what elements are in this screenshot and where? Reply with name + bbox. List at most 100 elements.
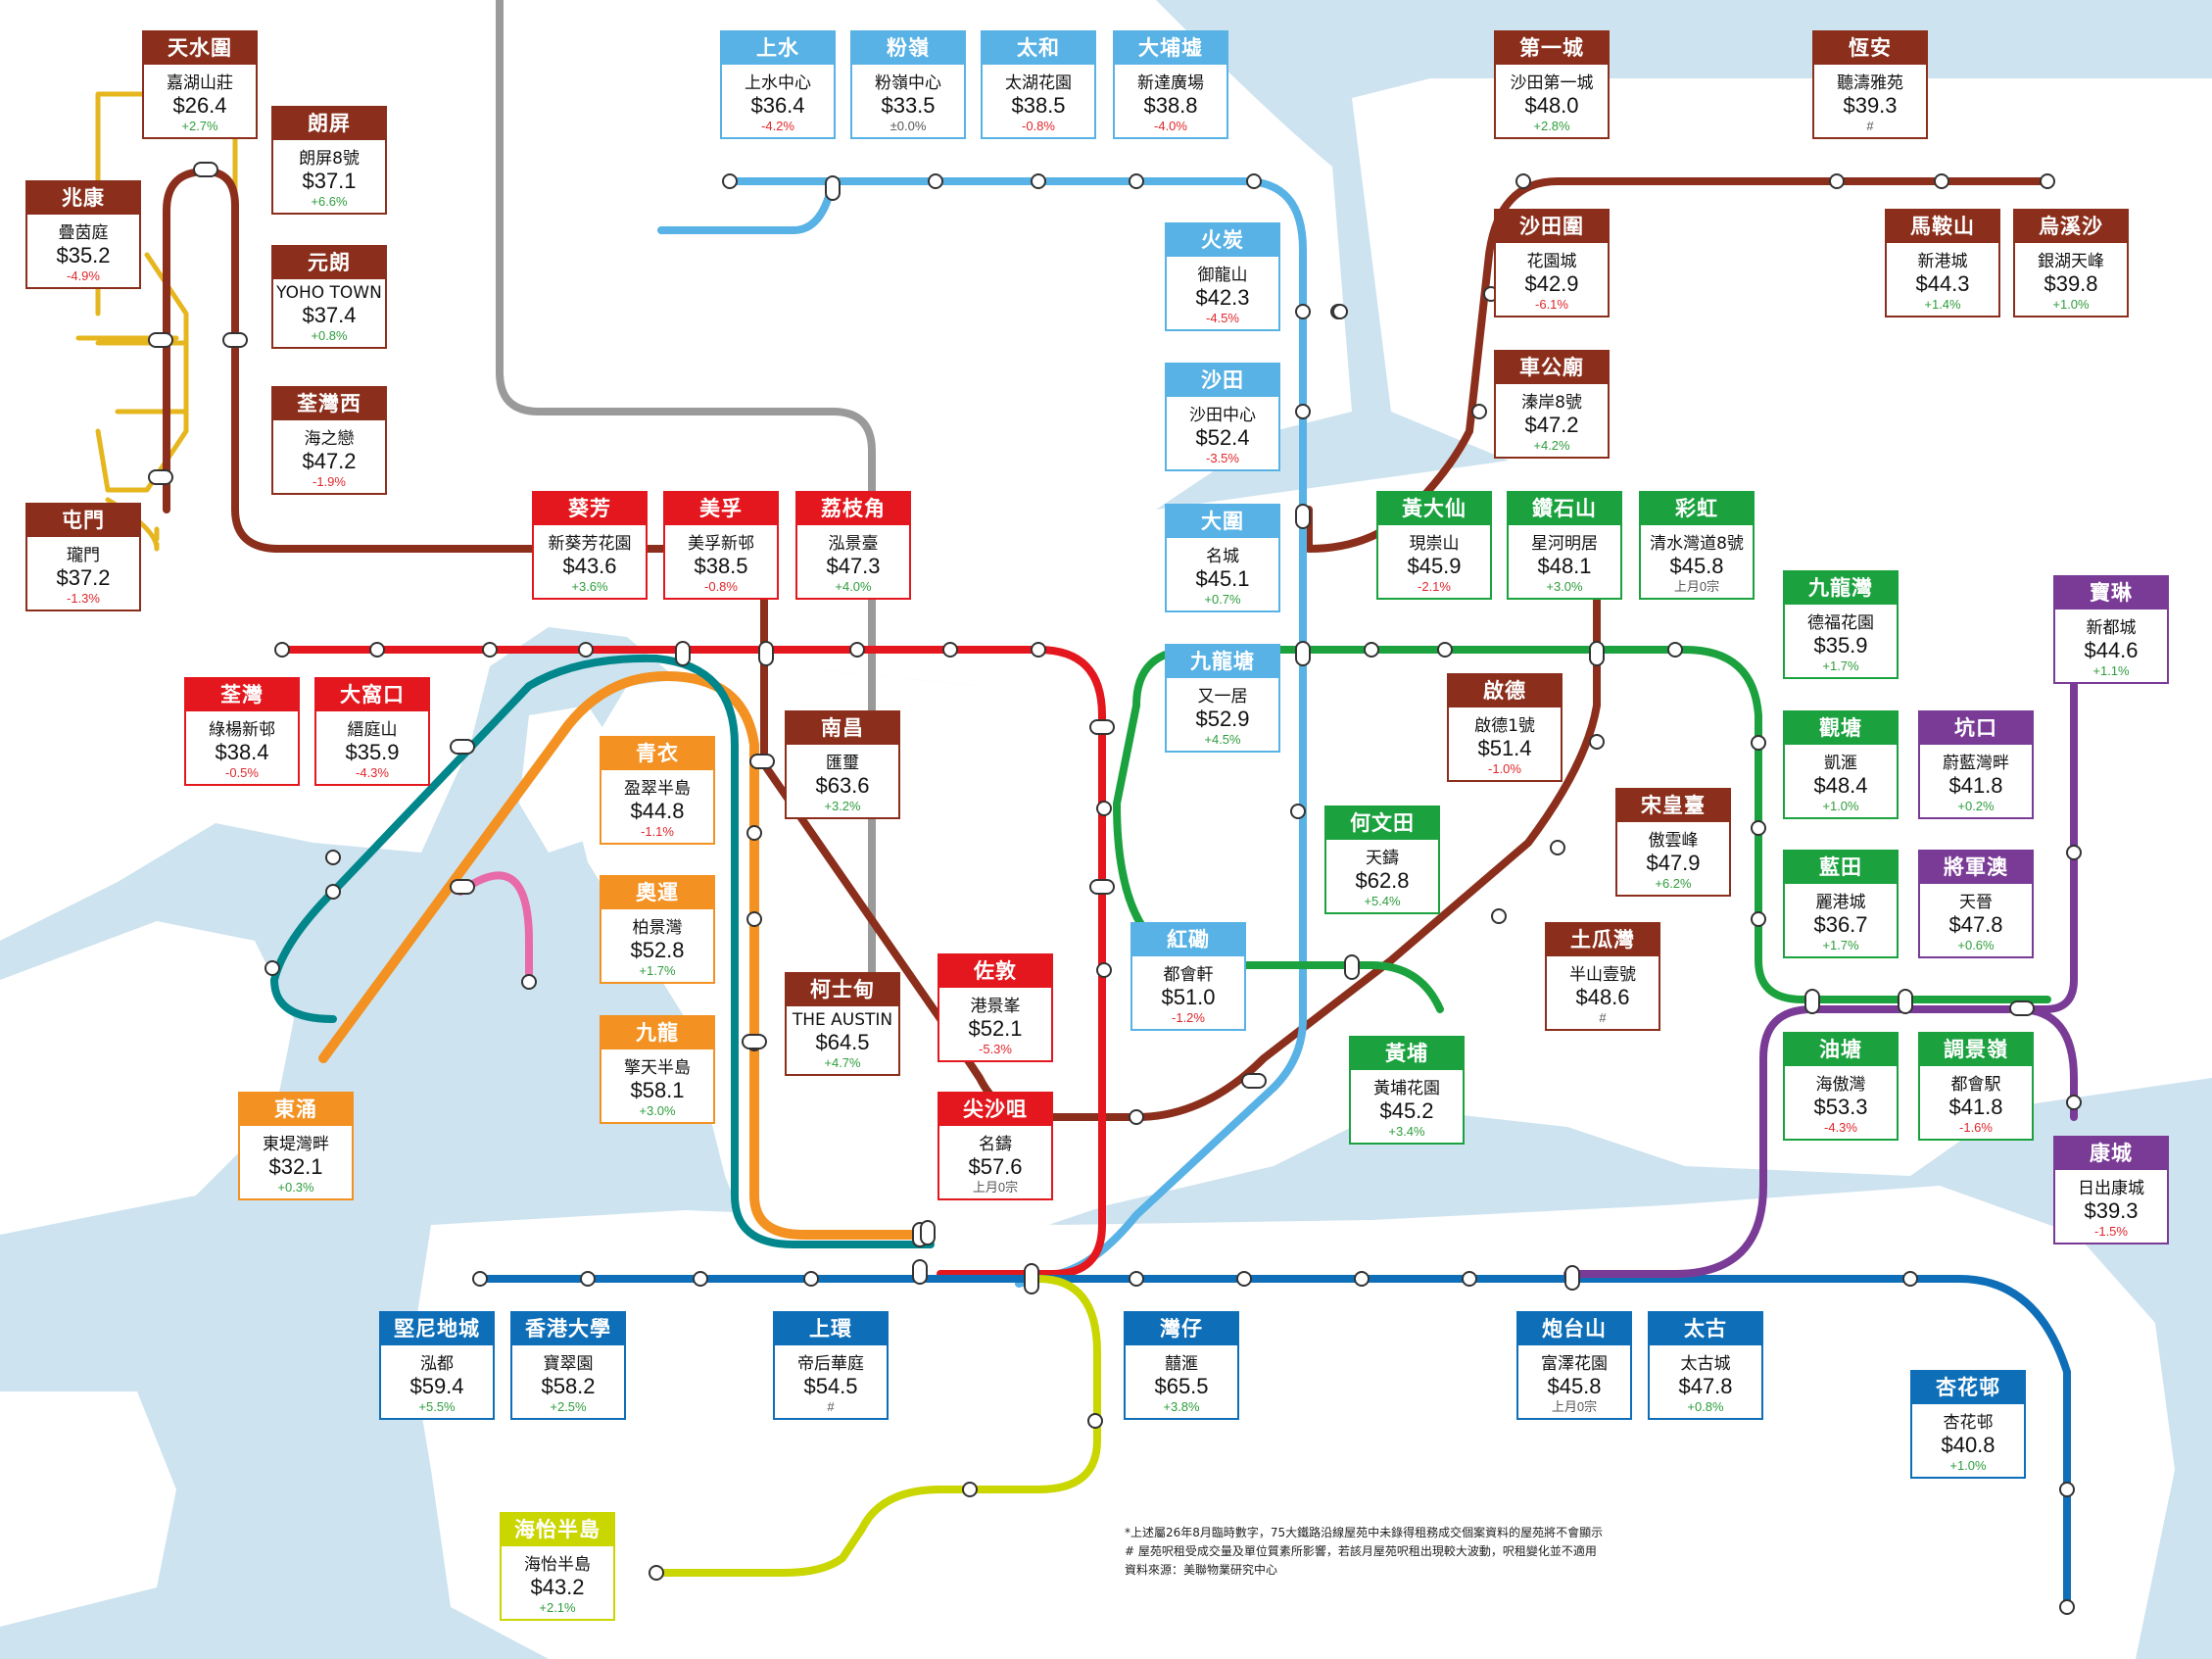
interchange-marker [758, 641, 774, 666]
rent-change: -1.2% [1172, 1010, 1205, 1025]
rent-change: +5.5% [418, 1399, 456, 1414]
estate-name: 海怡半島 [524, 1555, 591, 1575]
station-name: 荔枝角 [797, 493, 909, 525]
station-card-lohas-park: 康城 日出康城 $39.3 -1.5% [2053, 1136, 2169, 1244]
rent-change: +2.7% [181, 119, 218, 133]
station-card-tai-wai: 大圍 名城 $45.1 +0.7% [1165, 504, 1280, 612]
station-dot [1290, 804, 1306, 819]
station-name: 香港大學 [512, 1313, 624, 1345]
station-name: 天水圍 [144, 32, 256, 65]
station-name: 油塘 [1785, 1034, 1897, 1066]
estate-name: 天鑄 [1366, 849, 1399, 868]
station-card-tsuen-wan-west: 荃灣西 海之戀 $47.2 -1.9% [271, 386, 387, 495]
rent-price: $43.2 [530, 1575, 585, 1599]
station-name: 尖沙咀 [939, 1094, 1051, 1126]
station-card-heng-on: 恆安 聽濤雅苑 $39.3 # [1812, 30, 1928, 139]
station-dot [1129, 1109, 1144, 1125]
rent-price: $41.8 [1948, 1095, 2003, 1119]
rent-price: $48.6 [1575, 985, 1630, 1009]
station-name: 柯士甸 [787, 974, 898, 1006]
estate-name: 星河明居 [1531, 534, 1598, 554]
interchange-marker [193, 162, 218, 177]
estate-name: 擎天半島 [624, 1058, 691, 1078]
rent-change: +5.4% [1364, 894, 1401, 908]
estate-name: 嘉湖山莊 [167, 73, 233, 93]
station-dot [369, 642, 385, 658]
station-dot [1550, 840, 1565, 855]
station-card-sha-tin: 沙田 沙田中心 $52.4 -3.5% [1165, 363, 1280, 471]
station-card-kwai-fong: 葵芳 新葵芳花園 $43.6 +3.6% [532, 491, 648, 600]
estate-name: 名城 [1206, 547, 1239, 566]
station-name: 火炭 [1167, 224, 1278, 257]
rent-change: -6.1% [1535, 297, 1568, 312]
station-dot [1491, 908, 1507, 924]
interchange-marker [1024, 1263, 1039, 1294]
station-name: 藍田 [1785, 852, 1897, 884]
line-disneyland [457, 871, 533, 986]
station-dot [1354, 1271, 1370, 1287]
station-dot [472, 1271, 488, 1287]
estate-name: 蔚藍灣畔 [1943, 754, 2009, 773]
station-name: 兆康 [27, 182, 139, 215]
interchange-marker [2009, 1000, 2035, 1016]
rent-price: $45.1 [1195, 566, 1250, 591]
footnote-source: 資料來源：美聯物業研究中心 [1125, 1563, 1278, 1577]
rent-price: $38.5 [694, 554, 748, 578]
station-card-tung-chung: 東涌 東堤灣畔 $32.1 +0.3% [238, 1092, 354, 1200]
rent-price: $43.6 [562, 554, 617, 578]
rent-change: -4.3% [1824, 1120, 1857, 1135]
estate-name: 泓景臺 [828, 534, 879, 554]
rent-price: $59.4 [409, 1374, 464, 1398]
station-card-kai-tak: 啟德 啟德1號 $51.4 -1.0% [1447, 673, 1563, 782]
station-dot [849, 642, 865, 658]
estate-name: 上水中心 [745, 73, 811, 93]
station-name: 馬鞍山 [1887, 211, 1998, 243]
station-card-tai-koo: 太古 太古城 $47.8 +0.8% [1648, 1311, 1763, 1420]
estate-name: 黃埔花園 [1373, 1079, 1440, 1098]
estate-name: 御龍山 [1197, 266, 1248, 285]
estate-name: 海之戀 [304, 429, 355, 449]
rent-price: $44.8 [630, 799, 685, 823]
station-card-lam-tin: 藍田 麗港城 $36.7 +1.7% [1783, 850, 1899, 958]
interchange-marker [1344, 954, 1360, 980]
station-dot [1364, 642, 1379, 658]
station-name: 上水 [722, 32, 834, 65]
station-dot [325, 850, 341, 865]
rent-price: $58.1 [630, 1078, 685, 1102]
rent-change: 上月0宗 [1673, 579, 1720, 594]
station-dot [1031, 173, 1046, 189]
estate-name: 新達廣場 [1137, 73, 1204, 93]
estate-name: 港景峯 [970, 997, 1021, 1016]
interchange-marker [1295, 641, 1311, 666]
estate-name: 泓都 [420, 1354, 454, 1374]
rent-change: -1.3% [67, 591, 100, 606]
station-dot [264, 960, 280, 976]
station-dot [521, 974, 537, 990]
station-card-wu-kai-sha: 烏溪沙 銀湖天峰 $39.8 +1.0% [2013, 209, 2129, 317]
station-dot [1751, 735, 1766, 751]
station-dot [1236, 1271, 1252, 1287]
station-card-tuen-mun: 屯門 瓏門 $37.2 -1.3% [25, 503, 141, 611]
station-dot [1589, 734, 1605, 750]
rent-price: $52.4 [1195, 425, 1250, 450]
station-card-tsing-yi: 青衣 盈翠半島 $44.8 -1.1% [600, 736, 715, 845]
station-card-sheung-shui: 上水 上水中心 $36.4 -4.2% [720, 30, 836, 139]
rent-change: +3.4% [1388, 1124, 1425, 1139]
rent-change: +0.8% [311, 328, 348, 343]
rent-price: $39.3 [1843, 93, 1898, 118]
station-dot [1471, 404, 1487, 419]
rent-price: $48.0 [1524, 93, 1579, 118]
rent-change: +4.7% [824, 1055, 861, 1070]
station-name: 美孚 [665, 493, 777, 525]
rent-price: $35.2 [56, 243, 111, 268]
station-card-austin: 柯士甸 THE AUSTIN $64.5 +4.7% [785, 972, 900, 1076]
estate-name: 沙田第一城 [1510, 73, 1594, 93]
estate-name: 新港城 [1917, 252, 1968, 271]
station-card-che-kung-temple: 車公廟 溱岸8號 $47.2 +4.2% [1494, 350, 1610, 459]
rent-change: +1.0% [1822, 799, 1859, 813]
station-dot [2059, 1599, 2075, 1615]
station-card-kowloon-bay: 九龍灣 德福花園 $35.9 +1.7% [1783, 570, 1899, 679]
station-name: 大圍 [1167, 506, 1278, 538]
rent-change: -0.8% [704, 579, 738, 594]
